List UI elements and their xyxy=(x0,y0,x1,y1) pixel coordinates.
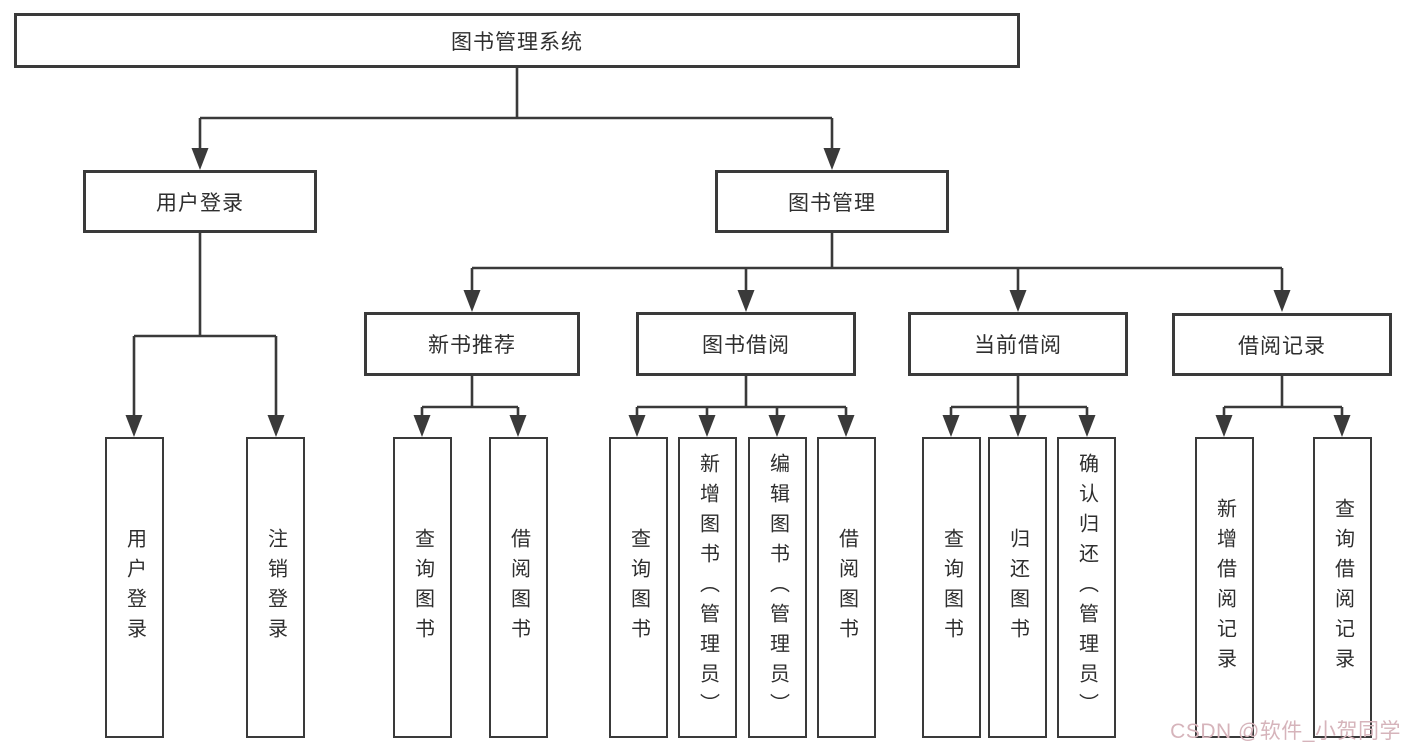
leaf-add-books-admin-label: 新增图书（管理员） xyxy=(696,452,719,723)
node-borrow-records: 借阅记录 xyxy=(1172,313,1392,376)
node-new-book-recommend-label: 新书推荐 xyxy=(428,334,516,357)
node-root-system: 图书管理系统 xyxy=(14,13,1020,68)
leaf-edit-books-admin-label: 编辑图书（管理员） xyxy=(766,452,789,723)
leaf-borrow-books: 借阅图书 xyxy=(817,437,876,738)
node-root-label: 图书管理系统 xyxy=(451,30,583,54)
leaf-query-books-current: 查询图书 xyxy=(922,437,981,738)
leaf-edit-books-admin: 编辑图书（管理员） xyxy=(748,437,807,738)
leaf-confirm-return-admin: 确认归还（管理员） xyxy=(1057,437,1116,738)
node-borrow-records-label: 借阅记录 xyxy=(1238,334,1326,358)
leaf-query-borrow-record: 查询借阅记录 xyxy=(1313,437,1372,738)
leaf-query-books-recommend: 查询图书 xyxy=(393,437,452,738)
leaf-add-books-admin: 新增图书（管理员） xyxy=(678,437,737,738)
node-book-management-label: 图书管理 xyxy=(788,191,876,215)
node-book-borrow-label: 图书借阅 xyxy=(702,334,790,357)
leaf-add-borrow-record-label: 新增借阅记录 xyxy=(1213,497,1236,678)
leaf-query-books-recommend-label: 查询图书 xyxy=(411,527,434,648)
leaf-borrow-books-label: 借阅图书 xyxy=(835,527,858,648)
csdn-watermark: CSDN @软件_小贺同学 xyxy=(1170,720,1401,743)
node-book-management: 图书管理 xyxy=(715,170,949,233)
leaf-query-books-borrow-label: 查询图书 xyxy=(627,527,650,648)
leaf-borrow-books-recommend: 借阅图书 xyxy=(489,437,548,738)
leaf-logout-login: 注销登录 xyxy=(246,437,305,738)
leaf-user-login: 用户登录 xyxy=(105,437,164,738)
leaf-query-books-current-label: 查询图书 xyxy=(940,527,963,648)
leaf-user-login-label: 用户登录 xyxy=(123,527,146,648)
leaf-query-borrow-record-label: 查询借阅记录 xyxy=(1331,497,1354,678)
leaf-logout-login-label: 注销登录 xyxy=(264,527,287,648)
node-current-borrow: 当前借阅 xyxy=(908,312,1128,376)
arrowheads xyxy=(125,148,1351,437)
leaf-borrow-books-recommend-label: 借阅图书 xyxy=(507,527,530,648)
leaf-confirm-return-admin-label: 确认归还（管理员） xyxy=(1075,452,1098,723)
leaf-query-books-borrow: 查询图书 xyxy=(609,437,668,738)
leaf-return-books-label: 归还图书 xyxy=(1006,527,1029,648)
node-new-book-recommend: 新书推荐 xyxy=(364,312,580,376)
node-user-login-label: 用户登录 xyxy=(156,191,244,215)
node-current-borrow-label: 当前借阅 xyxy=(974,334,1062,357)
leaf-add-borrow-record: 新增借阅记录 xyxy=(1195,437,1254,738)
node-user-login: 用户登录 xyxy=(83,170,317,233)
node-book-borrow: 图书借阅 xyxy=(636,312,856,376)
leaf-return-books: 归还图书 xyxy=(988,437,1047,738)
